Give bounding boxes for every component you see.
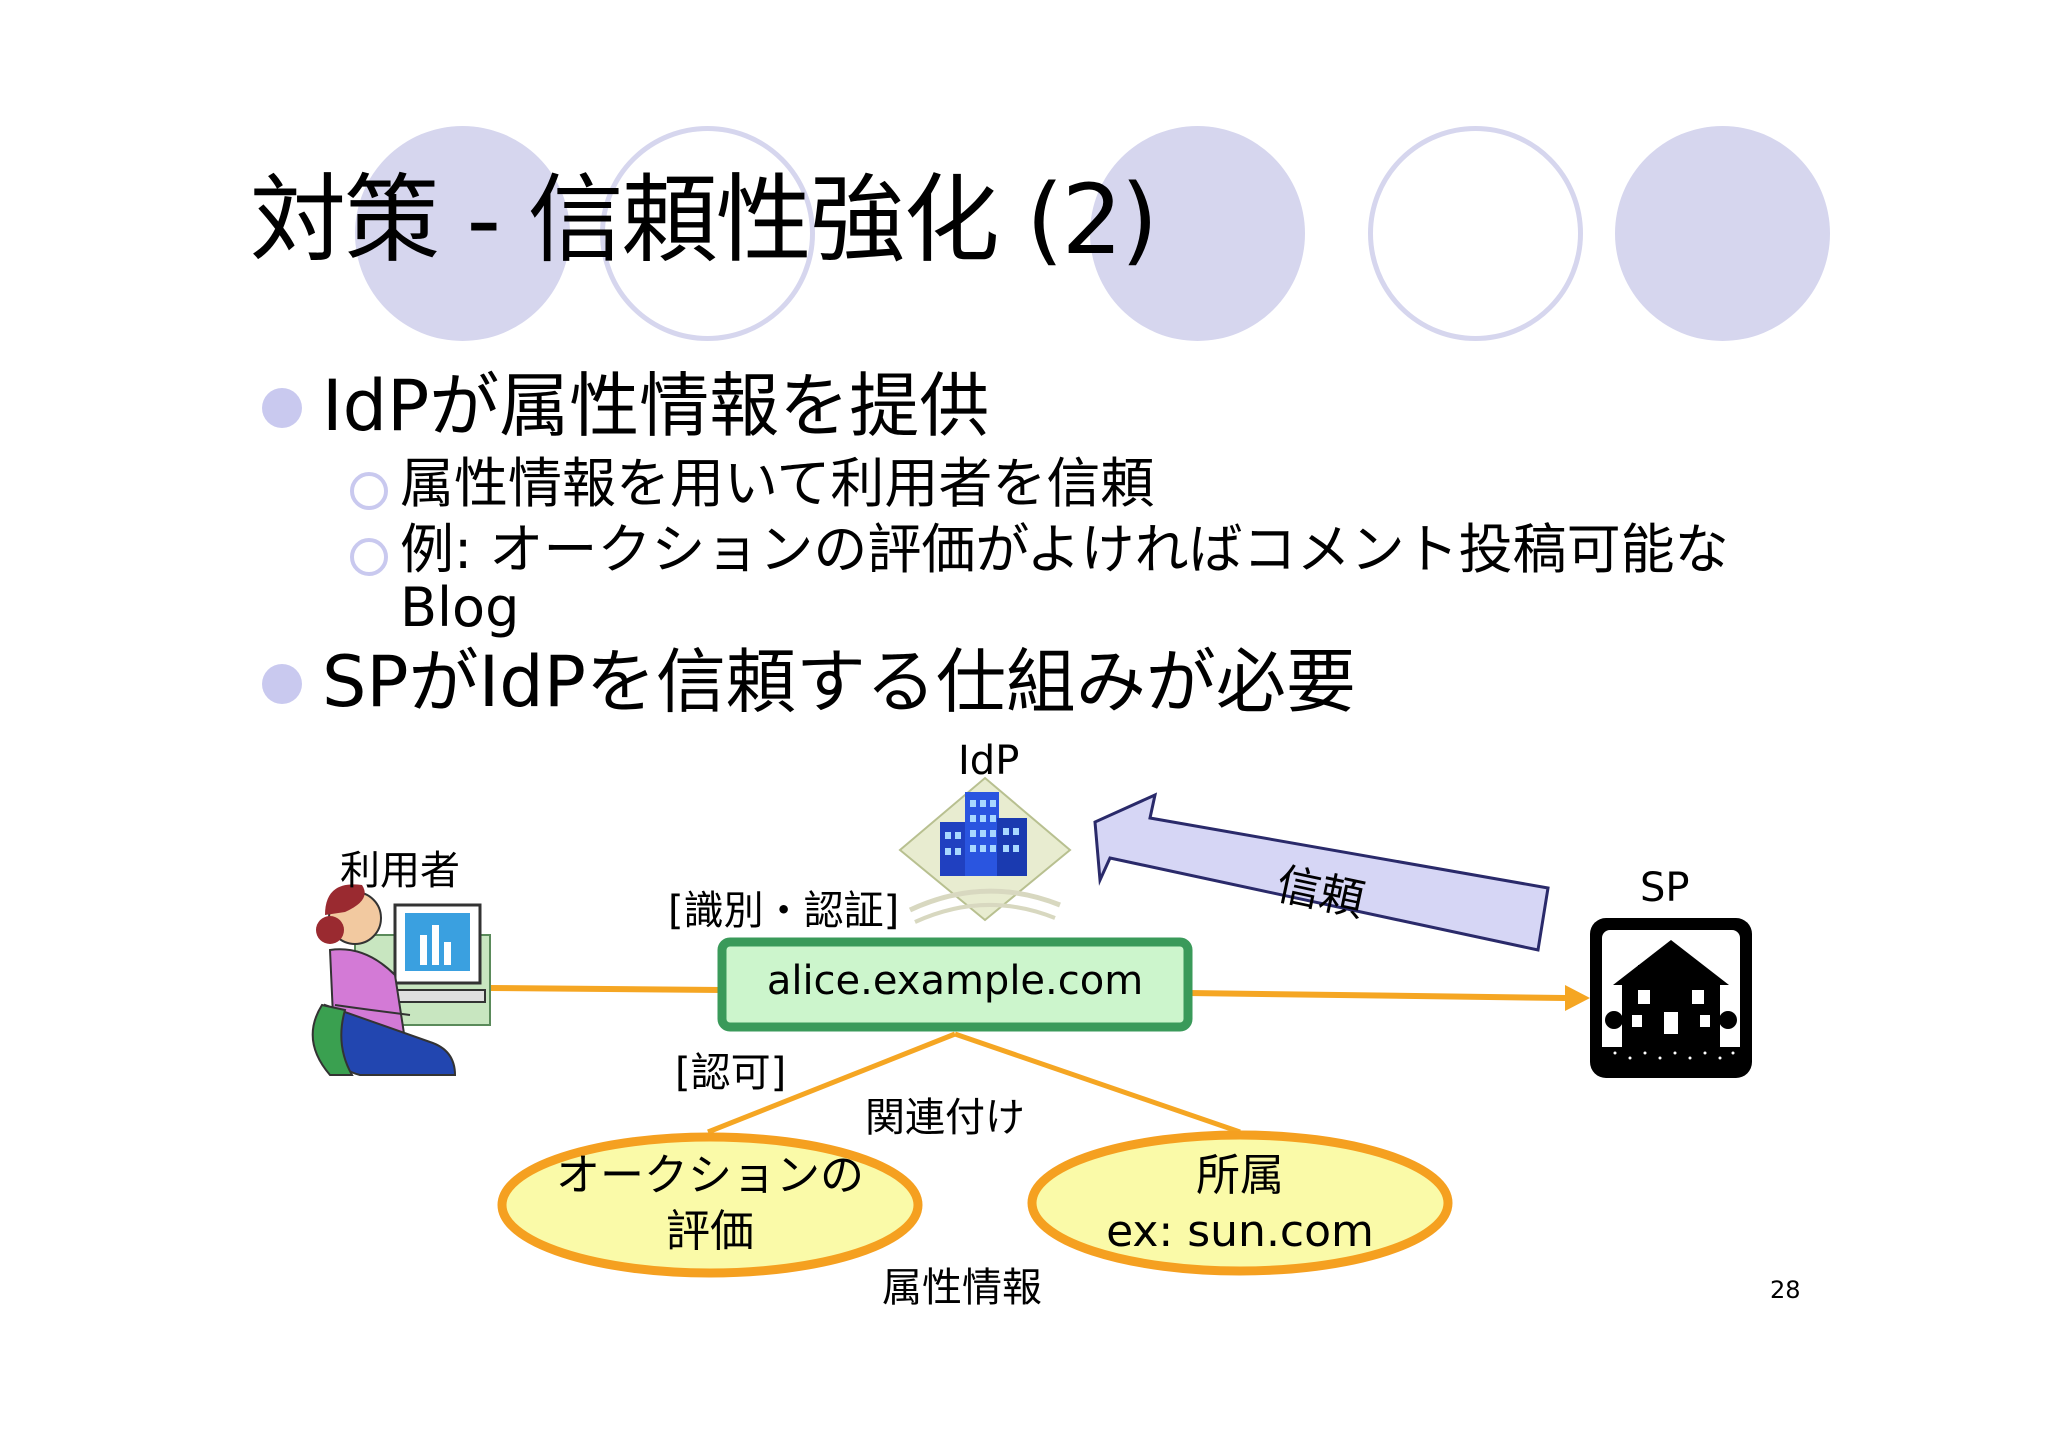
bullet-sp-trust: SPがIdPを信頼する仕組みが必要 bbox=[262, 640, 1356, 724]
user-to-idp-connector bbox=[489, 985, 723, 993]
attr-auction-ellipse bbox=[497, 1132, 923, 1278]
attr-affiliation-line1: 所属 bbox=[1196, 1150, 1284, 1201]
decor-circle-4 bbox=[1368, 126, 1583, 341]
attr-affiliation-ellipse bbox=[1027, 1130, 1453, 1276]
idp-to-sp-connector bbox=[1187, 990, 1566, 1001]
idp-building-icon bbox=[898, 776, 1072, 924]
bullet-dot-icon bbox=[262, 388, 302, 428]
sp-arrowhead-icon bbox=[1565, 985, 1590, 1011]
attr-affiliation-line2: ex: sun.com bbox=[1106, 1206, 1374, 1257]
bullet-idp-attributes: IdPが属性情報を提供 bbox=[262, 364, 990, 448]
attr-affiliation-text: 所属 ex: sun.com bbox=[1032, 1148, 1448, 1260]
attributes-label: 属性情報 bbox=[882, 1265, 1042, 1311]
sp-label: SP bbox=[1640, 865, 1690, 911]
page-number: 28 bbox=[1770, 1276, 1801, 1304]
decor-circle-3 bbox=[1090, 126, 1305, 341]
sub-bullet-ring-icon bbox=[350, 472, 388, 510]
sub-bullet-trust-user: 属性情報を用いて利用者を信頼 bbox=[350, 452, 1155, 516]
sp-house-icon bbox=[1590, 918, 1752, 1078]
attr-auction-text: オークションの 評価 bbox=[502, 1148, 918, 1260]
link-connector-left bbox=[707, 1031, 956, 1135]
bullet-text: SPがIdPを信頼する仕組みが必要 bbox=[322, 641, 1356, 723]
authorize-label: [認可] bbox=[675, 1050, 787, 1096]
link-connector-right bbox=[954, 1031, 1241, 1135]
link-label: 関連付け bbox=[865, 1095, 1025, 1141]
user-label: 利用者 bbox=[340, 848, 460, 894]
decor-circle-2 bbox=[600, 126, 815, 341]
identity-box-text: alice.example.com bbox=[766, 958, 1144, 1004]
idp-label: IdP bbox=[958, 738, 1020, 784]
slide-title: 対策 - 信頼性強化 (2) bbox=[250, 164, 1158, 276]
attr-auction-line2: 評価 bbox=[666, 1206, 754, 1257]
decor-circle-1 bbox=[355, 126, 570, 341]
bullet-text: IdPが属性情報を提供 bbox=[322, 365, 990, 447]
user-computer-icon bbox=[311, 884, 491, 1076]
sub-bullet-text: 例: オークションの評価がよければコメント投稿可能な bbox=[400, 518, 1729, 581]
identity-box bbox=[717, 937, 1193, 1032]
sub-bullet-example: 例: オークションの評価がよければコメント投稿可能な bbox=[350, 518, 1729, 582]
sub-bullet-ring-icon bbox=[350, 538, 388, 576]
auth-label: [識別・認証] bbox=[668, 888, 900, 934]
attr-auction-line1: オークションの bbox=[556, 1150, 864, 1201]
decor-circle-5 bbox=[1615, 126, 1830, 341]
trust-arrow-icon bbox=[1093, 792, 1550, 952]
sub-bullet-example-cont: Blog bbox=[400, 576, 519, 640]
sub-bullet-text: 属性情報を用いて利用者を信頼 bbox=[400, 452, 1155, 515]
bullet-dot-icon bbox=[262, 664, 302, 704]
sub-bullet-text: Blog bbox=[400, 576, 520, 639]
